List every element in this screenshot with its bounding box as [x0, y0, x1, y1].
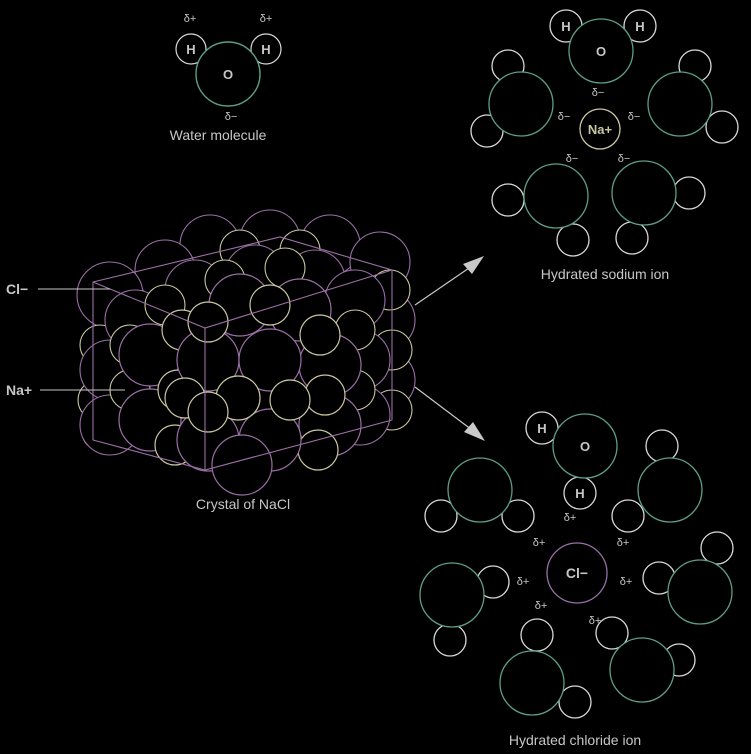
- delta-minus: δ−: [628, 111, 641, 123]
- arrow-to-sodium: [414, 265, 473, 306]
- na-ion: [187, 391, 229, 433]
- na-ion: [269, 379, 311, 421]
- na-ion: [187, 301, 229, 343]
- sodium-water-h-label: H: [561, 19, 570, 34]
- arrows: [414, 256, 485, 441]
- delta-plus: δ+: [564, 512, 577, 524]
- water-hydrogen: [623, 9, 657, 43]
- water-hydrogen: [705, 110, 739, 144]
- water-h-right-label: H: [261, 42, 270, 57]
- water-molecule-caption: Water molecule: [170, 127, 267, 143]
- water-hydrogen: [556, 223, 590, 257]
- water-hydrogen: [424, 499, 458, 533]
- sodium-water-o-label: O: [596, 44, 606, 59]
- water-oxygen: [568, 18, 634, 84]
- delta-minus: δ−: [558, 111, 571, 123]
- water-molecule: H H O δ+ δ+ δ− Water molecule: [170, 13, 282, 143]
- chloride-ion-label: Cl−: [566, 565, 588, 581]
- delta-minus: δ−: [618, 153, 631, 165]
- water-oxygen: [647, 71, 713, 137]
- delta-plus: δ+: [533, 537, 546, 549]
- water-oxygen: [609, 637, 675, 703]
- cl-ion: [238, 328, 302, 392]
- water-hydrogen: [433, 623, 467, 657]
- sodium-water-h-label: H: [635, 19, 644, 34]
- water-oxygen: [419, 562, 485, 628]
- water-hydrogen: [558, 685, 592, 719]
- cl-ion: [211, 434, 273, 496]
- delta-plus: δ+: [517, 576, 530, 588]
- water-oxygen: [499, 650, 565, 716]
- water-oxygen: [447, 457, 513, 523]
- water-delta-plus-right: δ+: [260, 13, 273, 25]
- arrow-to-sodium-head: [463, 256, 484, 274]
- arrow-to-chloride-head: [464, 422, 485, 441]
- delta-plus: δ+: [589, 615, 602, 627]
- na-ion: [304, 374, 346, 416]
- na-ion: [249, 284, 291, 326]
- chloride-water-h-label: H: [537, 421, 546, 436]
- arrow-to-chloride: [414, 386, 473, 431]
- cl-label: Cl−: [6, 281, 28, 297]
- water-oxygen: [195, 41, 261, 107]
- water-hydrogen-right: [250, 33, 282, 65]
- water-oxygen: [667, 559, 733, 625]
- delta-minus: δ−: [566, 153, 579, 165]
- water-hydrogen: [501, 499, 535, 533]
- hydrated-sodium-caption: Hydrated sodium ion: [541, 266, 669, 282]
- water-hydrogen: [672, 176, 706, 210]
- crystal-outline: [92, 236, 393, 471]
- na-ion: [299, 314, 341, 356]
- water-delta-plus-left: δ+: [184, 13, 197, 25]
- water-hydrogen: [520, 618, 554, 652]
- water-oxygen: [488, 71, 554, 137]
- water-oxygen: [523, 163, 589, 229]
- sodium-ion: [579, 108, 621, 150]
- water-hydrogen: [491, 183, 525, 217]
- water-hydrogen: [615, 221, 649, 255]
- chloride-water-o-label: O: [580, 439, 590, 454]
- water-oxygen: [552, 413, 618, 479]
- nacl-crystal: Cl− Na+ Crystal of NaCl: [6, 209, 416, 512]
- hydrated-sodium-ion: Na+ H H O δ− δ− δ− δ− δ− Hydrated sodium…: [470, 9, 739, 282]
- crystal-caption: Crystal of NaCl: [196, 496, 290, 512]
- delta-minus: δ−: [592, 87, 605, 99]
- hydrated-chloride-ion: Cl− H H O δ+ δ+ δ+ δ+ δ+ δ+ δ+ Hydrated …: [419, 411, 734, 748]
- water-hydrogen-left: [175, 33, 207, 65]
- delta-plus: δ+: [535, 600, 548, 612]
- water-o-label: O: [223, 67, 233, 82]
- water-delta-minus: δ−: [225, 111, 238, 123]
- water-hydrogen: [700, 531, 734, 565]
- sodium-ion-label: Na+: [588, 122, 613, 137]
- water-oxygen: [611, 160, 677, 226]
- water-oxygen: [637, 457, 703, 523]
- chloride-water-h-label: H: [575, 486, 584, 501]
- na-label: Na+: [6, 382, 32, 398]
- water-hydrogen: [645, 429, 679, 463]
- water-hydrogen: [611, 499, 645, 533]
- chloride-ion: [546, 542, 608, 604]
- water-h-left-label: H: [186, 42, 195, 57]
- delta-plus: δ+: [620, 576, 633, 588]
- hydrated-chloride-caption: Hydrated chloride ion: [509, 732, 641, 748]
- delta-plus: δ+: [617, 537, 630, 549]
- water-hydrogen: [595, 616, 629, 650]
